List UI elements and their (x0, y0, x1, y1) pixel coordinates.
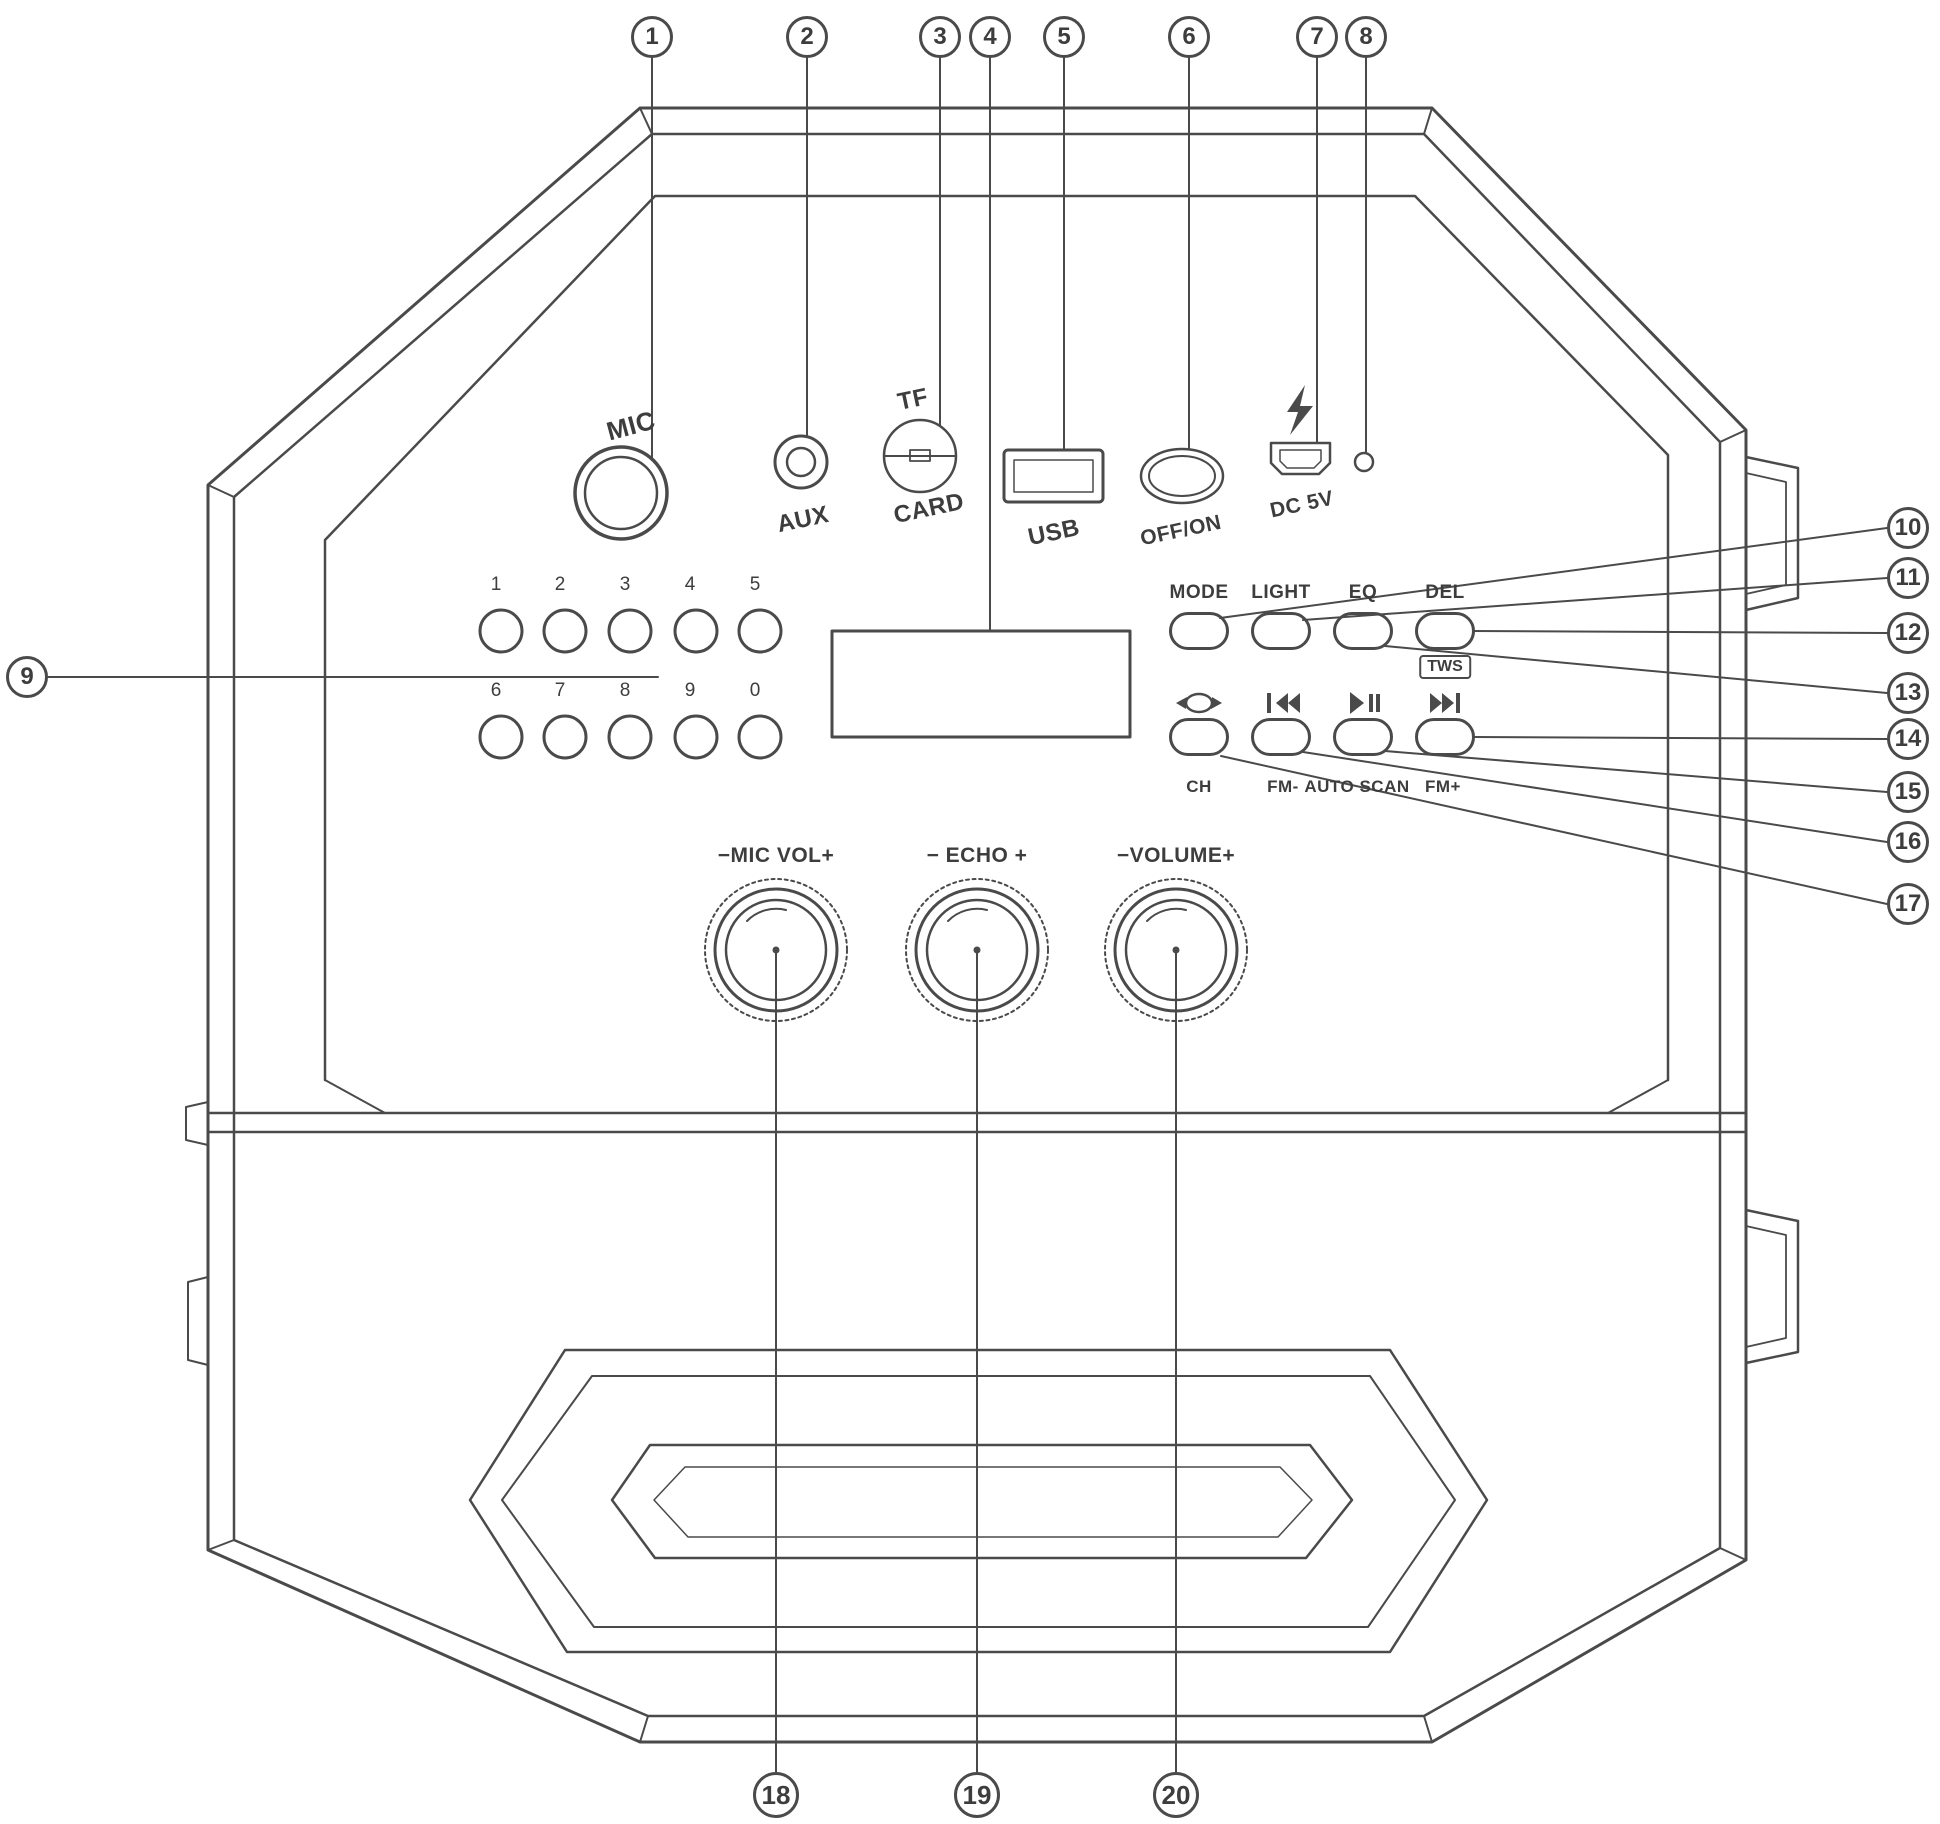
keypad-button-5 (737, 608, 783, 654)
keypad-button-2 (542, 608, 588, 654)
auto-scan-label: AUTO SCAN (1304, 777, 1410, 796)
mode-label: MODE (1169, 582, 1229, 603)
del-button (1415, 612, 1475, 650)
auto-scan-button (1333, 718, 1393, 756)
keypad-button-3 (607, 608, 653, 654)
keypad-label-8: 8 (619, 680, 631, 701)
callout-5: 5 (1043, 16, 1085, 58)
callout-9: 9 (6, 656, 48, 698)
keypad-button-8 (607, 714, 653, 760)
keypad-label-5: 5 (749, 574, 761, 595)
callout-6: 6 (1168, 16, 1210, 58)
play-pause-icon (1350, 692, 1380, 714)
eq-button (1333, 612, 1393, 650)
fm-minus-button (1251, 718, 1311, 756)
callout-11: 11 (1887, 557, 1929, 599)
callout-14: 14 (1887, 718, 1929, 760)
charge-led (1353, 451, 1375, 473)
callout-15: 15 (1887, 771, 1929, 813)
volume-knob-label: −VOLUME+ (1116, 844, 1236, 867)
strap-mount-lower (1744, 1208, 1800, 1365)
keypad-button-4 (673, 608, 719, 654)
fm-plus-button (1415, 718, 1475, 756)
callout-8: 8 (1345, 16, 1387, 58)
mic-vol-knob (704, 878, 848, 1022)
dc-charge-port (1269, 441, 1332, 476)
del-label: DEL (1425, 582, 1465, 603)
callout-10: 10 (1887, 507, 1929, 549)
tf-card-slot (882, 418, 958, 494)
keypad-label-4: 4 (684, 574, 696, 595)
power-button (1139, 447, 1225, 505)
callout-16: 16 (1887, 821, 1929, 863)
callout-17: 17 (1887, 883, 1929, 925)
keypad-label-7: 7 (554, 680, 566, 701)
keypad-button-1 (478, 608, 524, 654)
strap-mount-upper (1744, 455, 1800, 612)
callout-7: 7 (1296, 16, 1338, 58)
echo-knob-label: − ECHO + (926, 844, 1028, 867)
callout-3: 3 (919, 16, 961, 58)
speaker-body-outline (185, 106, 1748, 1744)
callout-13: 13 (1887, 672, 1929, 714)
eq-label: EQ (1348, 582, 1378, 603)
callout-19: 19 (954, 1772, 1000, 1818)
keypad-button-0 (737, 714, 783, 760)
keypad-button-6 (478, 714, 524, 760)
lightning-icon (1287, 385, 1313, 435)
ch-repeat-button (1169, 718, 1229, 756)
fm-minus-label: FM- (1267, 777, 1299, 796)
keypad-label-0: 0 (749, 680, 761, 701)
light-button (1251, 612, 1311, 650)
repeat-icon (1176, 692, 1222, 714)
keypad-label-9: 9 (684, 680, 696, 701)
keypad-button-9 (673, 714, 719, 760)
mode-button (1169, 612, 1229, 650)
previous-track-icon (1267, 693, 1300, 713)
fm-plus-label: FM+ (1425, 777, 1461, 796)
keypad-label-6: 6 (490, 680, 502, 701)
mic-vol-knob-label: −MIC VOL+ (717, 844, 835, 867)
number-keypad (478, 608, 783, 760)
callout-4: 4 (969, 16, 1011, 58)
callout-12: 12 (1887, 612, 1929, 654)
keypad-label-3: 3 (619, 574, 631, 595)
keypad-label-2: 2 (554, 574, 566, 595)
ch-label: CH (1186, 777, 1212, 796)
leader-lines (47, 57, 1888, 1773)
callout-2: 2 (786, 16, 828, 58)
volume-knob (1104, 878, 1248, 1022)
callout-1: 1 (631, 16, 673, 58)
carry-handle (468, 1348, 1489, 1654)
echo-knob (905, 878, 1049, 1022)
tws-badge: TWS (1419, 655, 1471, 679)
aux-jack (773, 434, 829, 490)
mic-jack (573, 445, 669, 541)
keypad-label-1: 1 (490, 574, 502, 595)
callout-20: 20 (1153, 1772, 1199, 1818)
display-screen (830, 629, 1132, 739)
usb-port (1002, 448, 1105, 504)
callout-18: 18 (753, 1772, 799, 1818)
next-track-icon (1430, 693, 1460, 713)
keypad-button-7 (542, 714, 588, 760)
light-label: LIGHT (1251, 582, 1311, 603)
